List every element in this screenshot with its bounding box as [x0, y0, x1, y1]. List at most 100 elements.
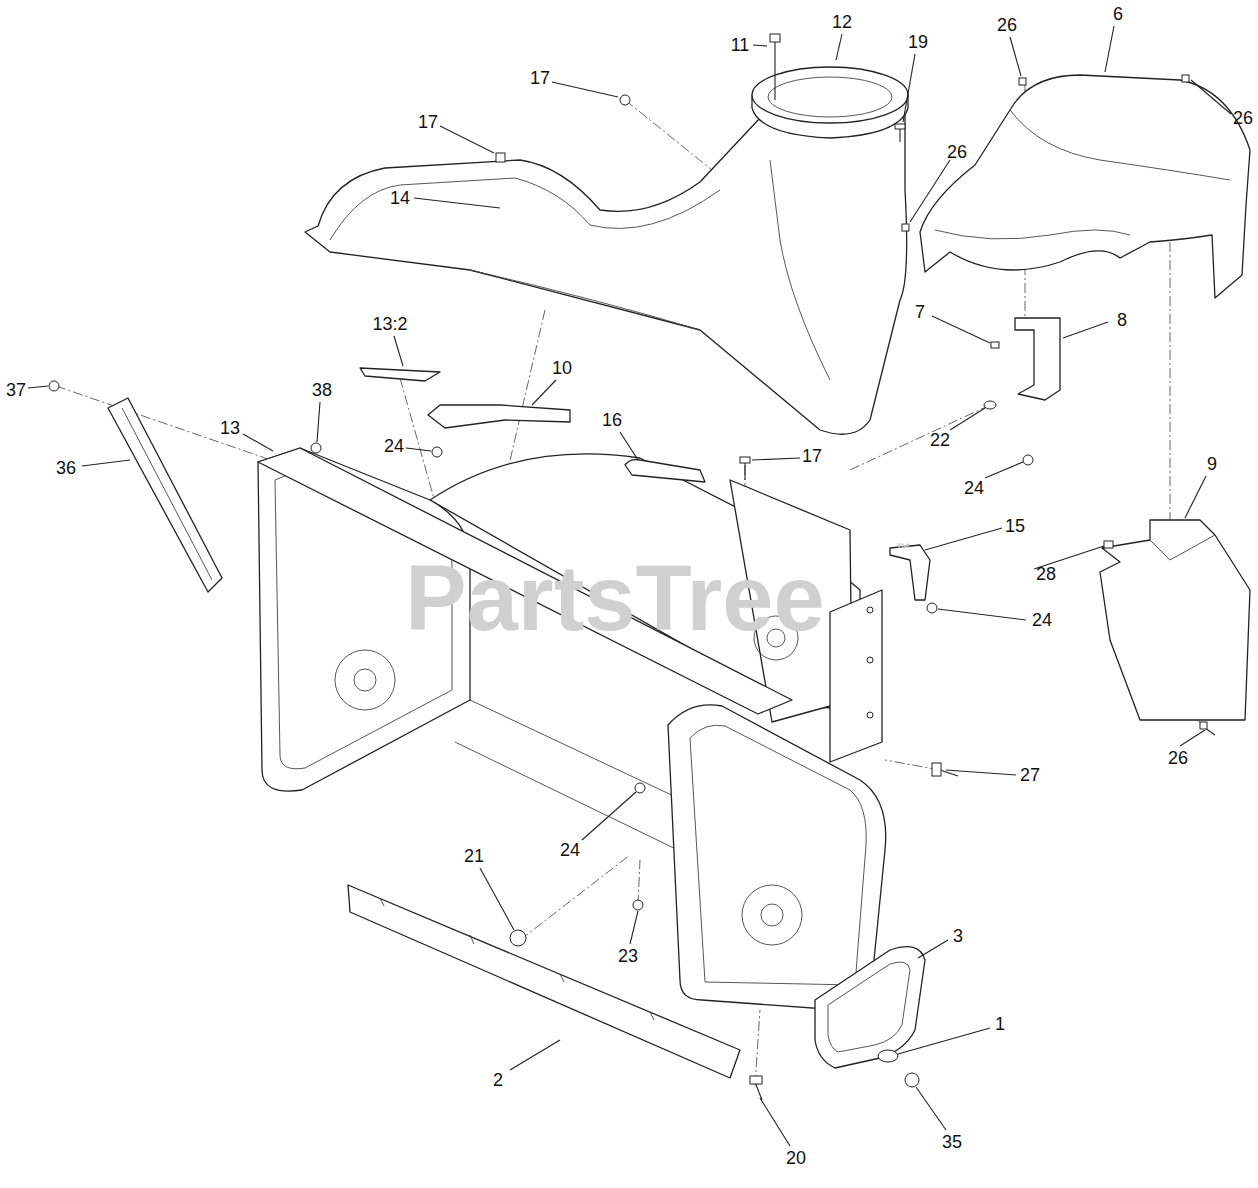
callout-number: 17	[802, 447, 822, 465]
leader-lines-part	[836, 34, 842, 60]
lower-cover-part	[1150, 535, 1215, 560]
fasteners-part	[1023, 455, 1033, 465]
auger-housing-part	[742, 885, 802, 945]
side-plate-36	[108, 398, 222, 592]
callout-number: 17	[530, 69, 550, 87]
leader-lines-part	[938, 609, 1026, 620]
fasteners-part	[927, 603, 937, 613]
fasteners-part	[984, 401, 996, 409]
callout-number: 13:2	[372, 315, 407, 333]
leader-lines-part	[406, 448, 431, 451]
fasteners-part	[899, 128, 900, 142]
callout-number: 17	[418, 113, 438, 131]
leader-lines-part	[510, 1040, 560, 1070]
fasteners-part	[620, 95, 630, 105]
alignment-lines-part	[638, 860, 640, 905]
small-parts-part	[428, 405, 570, 428]
auger-housing-part	[830, 590, 882, 762]
leader-lines-part	[317, 402, 320, 442]
leader-lines-part	[925, 528, 1002, 550]
leader-lines-part	[620, 432, 638, 460]
callout-number: 15	[1005, 517, 1025, 535]
leader-lines-part	[916, 1087, 946, 1130]
scraper-bar	[348, 885, 740, 1078]
leader-lines-part	[414, 198, 500, 208]
pulley-cover-part	[1010, 110, 1230, 180]
fasteners-part	[774, 40, 775, 100]
callout-number: 14	[390, 189, 410, 207]
cover-bracket	[1015, 318, 1060, 400]
leader-lines-part	[1191, 80, 1231, 114]
fasteners-part	[744, 462, 745, 480]
small-parts-part	[625, 460, 705, 482]
fasteners-part	[770, 34, 780, 42]
leader-lines-part	[918, 940, 948, 958]
auger-housing	[258, 448, 886, 1010]
auger-housing-part	[690, 725, 866, 985]
callout-number: 1	[995, 1015, 1005, 1033]
callout-number: 20	[786, 1149, 806, 1167]
leader-lines-part	[1180, 730, 1205, 746]
leader-lines-part	[1105, 26, 1114, 72]
leader-lines-part	[394, 336, 403, 366]
fasteners-part	[633, 900, 643, 910]
auger-housing-part	[455, 742, 682, 852]
auger-housing-part	[867, 712, 873, 718]
callout-number: 16	[602, 411, 622, 429]
scraper-bar-part	[348, 885, 740, 1078]
leader-lines-part	[985, 462, 1023, 478]
leader-lines-part	[552, 82, 618, 97]
discharge-chute-part	[305, 100, 907, 434]
discharge-chute-part	[770, 160, 830, 380]
fasteners-part	[895, 124, 905, 129]
callout-number: 10	[552, 359, 572, 377]
callout-number: 27	[1020, 766, 1040, 784]
skid-shoe-part	[815, 947, 925, 1068]
leader-lines-part	[752, 458, 800, 460]
leader-lines-part	[903, 54, 915, 122]
auger-housing-part	[335, 650, 395, 710]
pulley-cover-part	[935, 230, 1130, 239]
fasteners-part	[750, 1076, 762, 1084]
callout-number: 9	[1207, 455, 1217, 473]
fasteners-part	[1019, 78, 1026, 85]
leader-lines-part	[440, 126, 494, 153]
watermark: ™	[896, 541, 910, 555]
fasteners-part	[1182, 75, 1189, 82]
leader-lines-part	[932, 316, 990, 343]
auger-housing-part	[761, 904, 783, 926]
callout-number: 2	[493, 1071, 503, 1089]
fasteners-part	[510, 930, 526, 946]
callout-number: 35	[942, 1133, 962, 1151]
callout-number: 24	[1032, 611, 1052, 629]
callout-number: 12	[832, 13, 852, 31]
leader-lines-part	[28, 386, 48, 388]
callout-number: 26	[947, 143, 967, 161]
auger-housing-part	[668, 705, 886, 1010]
callout-number: 24	[964, 479, 984, 497]
callout-number: 36	[56, 459, 76, 477]
discharge-chute-part	[470, 270, 700, 330]
fasteners-part	[755, 1082, 762, 1100]
fasteners-part	[1104, 541, 1113, 548]
callout-number: 13	[220, 419, 240, 437]
leader-lines-part	[898, 1028, 990, 1054]
side-plate-36-part	[108, 398, 222, 592]
fasteners-part	[740, 457, 750, 463]
lower-cover	[1100, 520, 1250, 720]
callout-number: 24	[384, 437, 404, 455]
skid-shoe-part	[828, 962, 910, 1052]
fasteners-part	[311, 443, 321, 453]
callout-number: 26	[997, 16, 1017, 34]
callout-number: 11	[731, 36, 750, 54]
auger-housing-part	[354, 669, 376, 691]
fasteners	[49, 34, 1215, 1100]
alignment-lines-part	[755, 1010, 760, 1085]
discharge-chute-part	[330, 178, 720, 240]
fasteners-part	[991, 342, 999, 348]
pulley-cover	[920, 75, 1250, 298]
fasteners-part	[496, 153, 505, 162]
fasteners-part	[635, 783, 645, 793]
chute-ring-part	[768, 77, 892, 117]
